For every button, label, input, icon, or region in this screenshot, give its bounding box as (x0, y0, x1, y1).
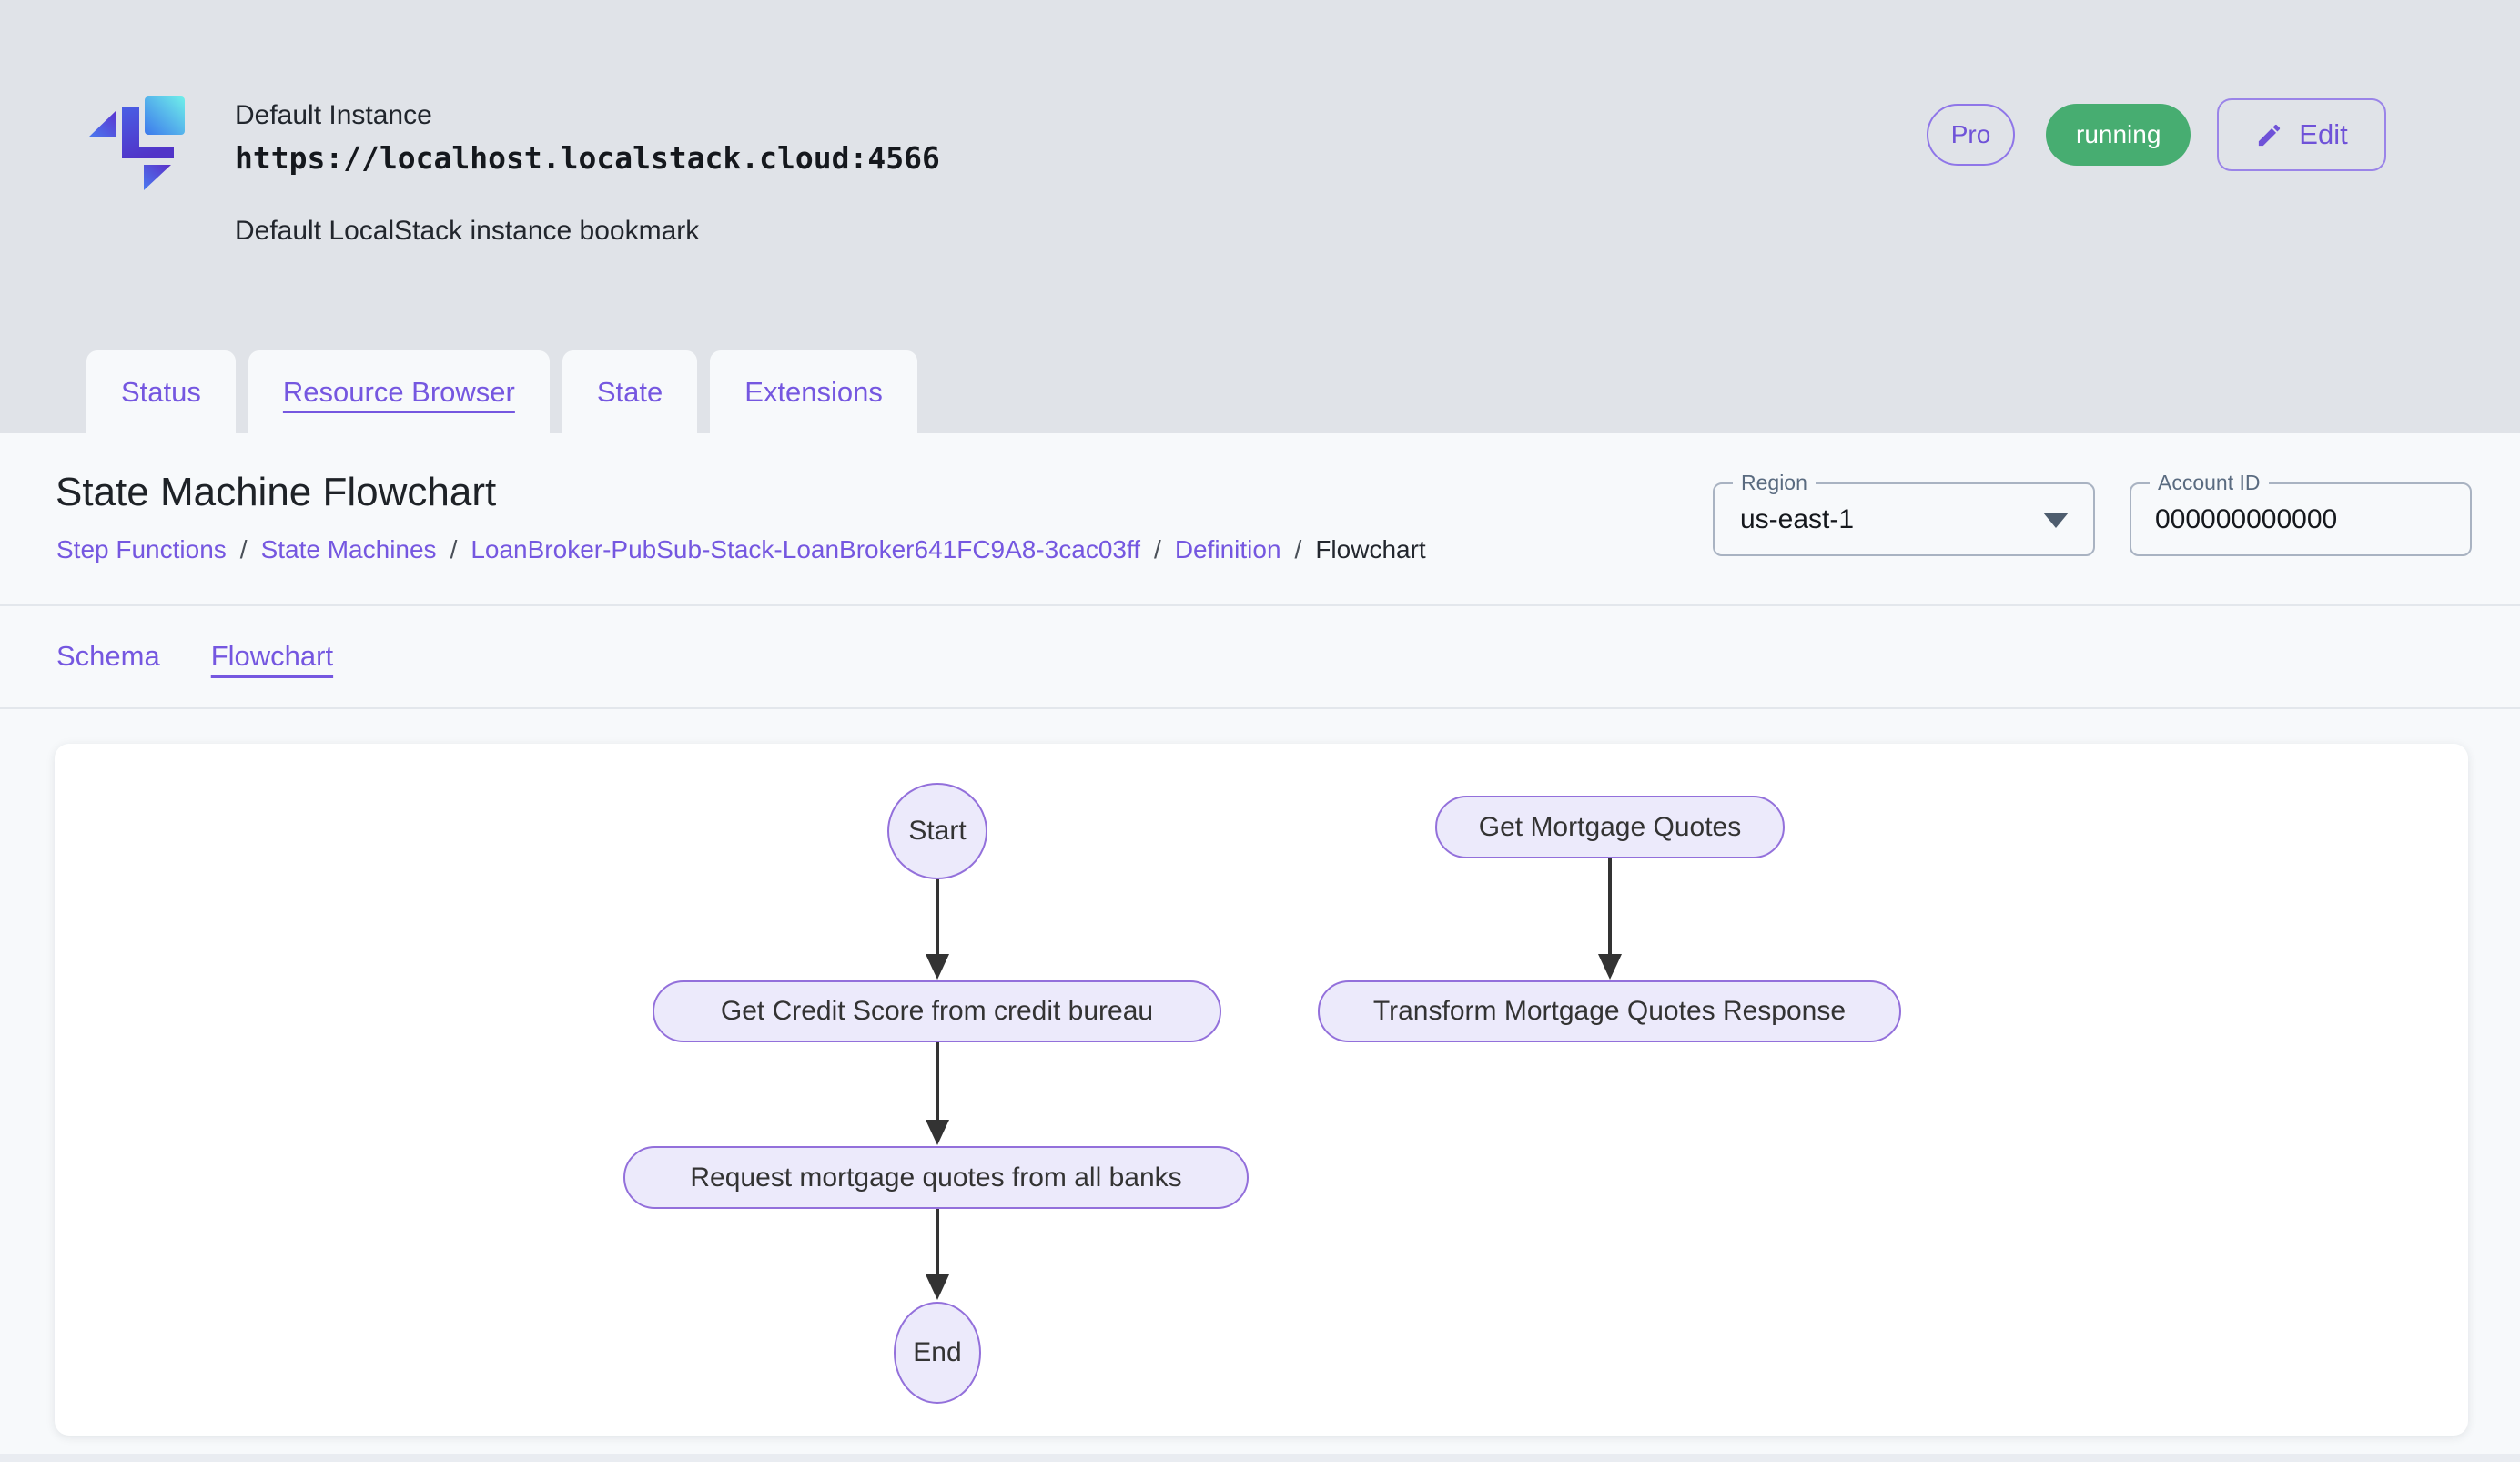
flowchart-node-request-quotes: Request mortgage quotes from all banks (623, 1146, 1249, 1209)
instance-info: Default Instance https://localhost.local… (235, 100, 940, 247)
pro-badge: Pro (1927, 104, 2015, 166)
edit-icon (2255, 121, 2283, 149)
flowchart-node-end: End (894, 1302, 981, 1404)
region-select[interactable]: Region us-east-1 (1713, 471, 2095, 556)
localstack-logo (88, 96, 185, 196)
section-divider (0, 707, 2520, 709)
account-id-input[interactable] (2131, 484, 2470, 554)
edit-button-label: Edit (2299, 118, 2348, 150)
breadcrumb-separator: / (1294, 535, 1302, 563)
tab-extensions[interactable]: Extensions (710, 350, 917, 433)
tab-state[interactable]: State (562, 350, 698, 433)
breadcrumb-state-machines[interactable]: State Machines (260, 535, 437, 563)
tab-status[interactable]: Status (86, 350, 236, 433)
subtab-schema[interactable]: Schema (56, 640, 160, 672)
region-select-value: us-east-1 (1740, 504, 1855, 534)
flowchart-node-get-credit-score: Get Credit Score from credit bureau (653, 980, 1221, 1042)
pro-badge-label: Pro (1950, 120, 1991, 148)
breadcrumb-separator: / (1154, 535, 1161, 563)
section-divider (0, 604, 2520, 606)
main-tabs: Status Resource Browser State Extensions (86, 350, 917, 433)
breadcrumb-separator: / (239, 535, 248, 563)
breadcrumb-state-machine-name[interactable]: LoanBroker-PubSub-Stack-LoanBroker641FC9… (471, 535, 1141, 563)
breadcrumb-step-functions[interactable]: Step Functions (56, 535, 227, 563)
breadcrumb-separator: / (450, 535, 458, 563)
bottom-strip (0, 1454, 2520, 1462)
instance-name: Default Instance (235, 100, 432, 130)
account-id-field: Account ID (2130, 471, 2472, 556)
breadcrumb-definition[interactable]: Definition (1174, 535, 1281, 563)
account-id-label: Account ID (2150, 471, 2269, 494)
breadcrumb: Step Functions / State Machines / LoanBr… (56, 535, 1426, 564)
status-badge: running (2046, 104, 2191, 166)
instance-description: Default LocalStack instance bookmark (235, 216, 700, 246)
subtab-flowchart[interactable]: Flowchart (210, 640, 334, 672)
page-title: State Machine Flowchart (56, 470, 497, 514)
flowchart-node-transform-response: Transform Mortgage Quotes Response (1318, 980, 1901, 1042)
flowchart-edges (926, 858, 1622, 1300)
edit-button[interactable]: Edit (2217, 98, 2386, 171)
status-badge-label: running (2076, 120, 2161, 148)
breadcrumb-flowchart: Flowchart (1315, 535, 1426, 563)
flowchart-node-start: Start (887, 783, 987, 879)
tab-resource-browser[interactable]: Resource Browser (248, 350, 550, 433)
instance-url: https://localhost.localstack.cloud:4566 (235, 140, 940, 176)
flowchart-card: Start Get Credit Score from credit burea… (55, 744, 2468, 1436)
definition-subtabs: Schema Flowchart (56, 606, 333, 706)
region-select-label: Region (1733, 471, 1816, 494)
flowchart-node-get-mortgage-quotes: Get Mortgage Quotes (1435, 796, 1785, 858)
dropdown-arrow-icon (2043, 513, 2069, 528)
